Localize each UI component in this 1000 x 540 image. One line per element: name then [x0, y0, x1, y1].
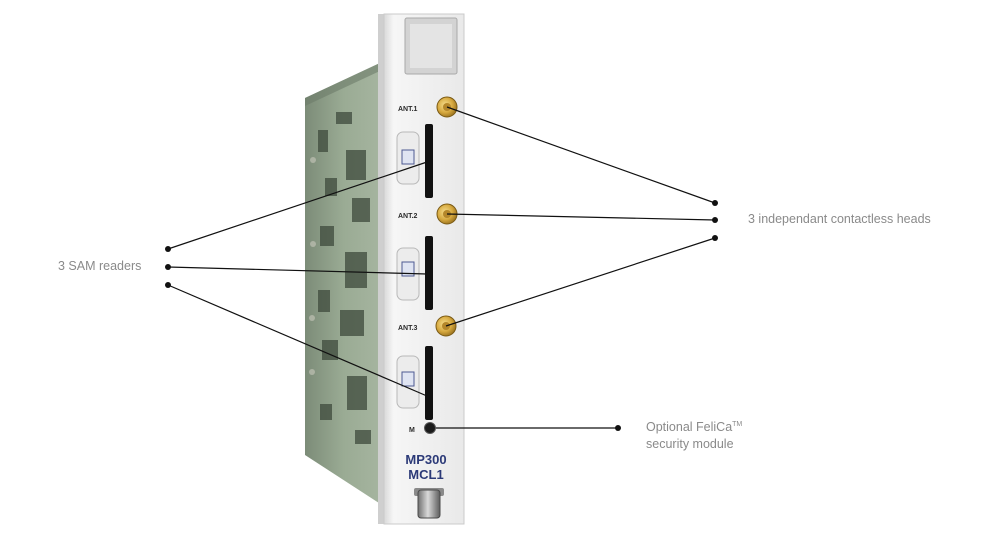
sam-slot-3: [396, 346, 433, 420]
trademark-mark: TM: [732, 420, 743, 428]
antenna-leader-dots: [712, 200, 718, 241]
contactless-heads-label: 3 independant contactless heads: [748, 212, 931, 226]
front-panel: [378, 13, 465, 525]
panel-screw-knob: [414, 488, 444, 519]
felica-module-label: Optional FeliCaTM security module: [646, 419, 742, 453]
ant2-label: ANT.2: [398, 213, 418, 220]
pcb-board: [305, 62, 382, 505]
felica-module-port: [424, 422, 436, 434]
ant1-label: ANT.1: [398, 106, 418, 113]
model-name-line1: MP300: [405, 452, 446, 467]
antenna-leader-lines: [445, 106, 716, 327]
sam-slot-2: [396, 236, 433, 310]
sam-readers-label: 3 SAM readers: [58, 259, 142, 273]
module-mark: M: [409, 427, 415, 434]
ant3-label: ANT.3: [398, 325, 418, 332]
felica-leader-line: [436, 425, 621, 431]
sam-leader-lines: [167, 161, 428, 397]
model-name-line2: MCL1: [408, 467, 443, 482]
sam-leader-dots: [165, 246, 171, 288]
felica-label-line1: Optional FeliCa: [646, 420, 733, 434]
felica-label-line2: security module: [646, 437, 734, 451]
sam-slot-1: [396, 124, 433, 198]
